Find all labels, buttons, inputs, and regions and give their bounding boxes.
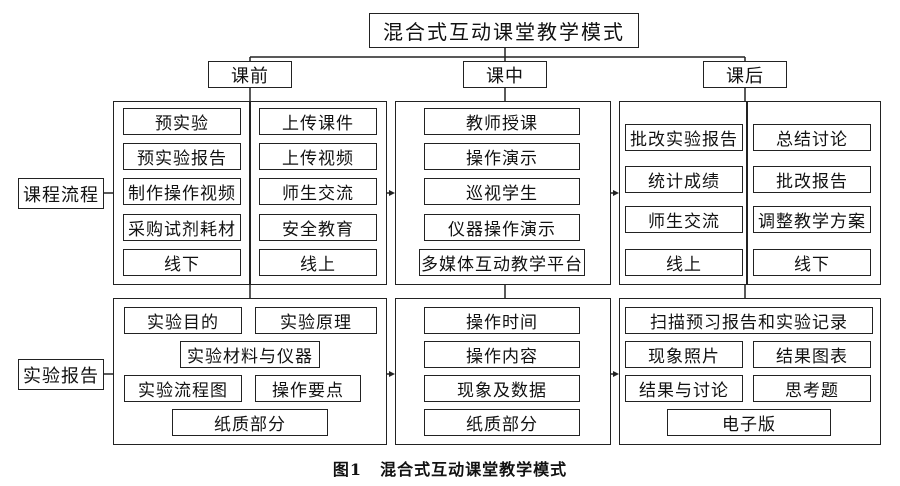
process-item-offline-after: 线下 (753, 249, 871, 276)
process-item-upload-video: 上传视频 (259, 143, 377, 170)
figure-caption-text: 混合式互动课堂教学模式 (380, 460, 568, 479)
row-label-report: 实验报告 (18, 359, 104, 390)
report-item-materials: 实验材料与仪器 (180, 341, 320, 368)
report-before-panel (113, 298, 387, 445)
process-item-teacher-lecture: 教师授课 (424, 108, 580, 135)
process-item-demonstration: 操作演示 (424, 143, 580, 170)
process-item-safety-education: 安全教育 (259, 214, 377, 241)
process-item-grade-reports: 批改报告 (753, 166, 871, 193)
report-item-operation-content: 操作内容 (424, 341, 580, 368)
report-item-operation-time: 操作时间 (424, 307, 580, 334)
report-item-photos: 现象照片 (625, 341, 743, 368)
process-item-communication-after: 师生交流 (625, 206, 743, 233)
process-after-divider (746, 101, 748, 285)
report-item-purpose: 实验目的 (124, 307, 242, 334)
report-item-key-points: 操作要点 (255, 375, 361, 402)
process-item-offline: 线下 (123, 249, 241, 276)
report-item-scan: 扫描预习报告和实验记录 (625, 307, 873, 334)
phase-after: 课后 (703, 61, 787, 88)
process-item-summary-discussion: 总结讨论 (753, 124, 871, 151)
process-item-adjust-plan: 调整教学方案 (753, 206, 871, 233)
report-item-electronic: 电子版 (667, 409, 831, 436)
process-item-upload-courseware: 上传课件 (259, 108, 377, 135)
process-item-multimedia-platform: 多媒体互动教学平台 (419, 249, 585, 276)
report-item-paper: 纸质部分 (172, 409, 328, 436)
process-item-compile-scores: 统计成绩 (625, 166, 743, 193)
diagram-title: 混合式互动课堂教学模式 (369, 13, 639, 48)
process-item-make-video: 制作操作视频 (123, 178, 241, 205)
process-item-grade-lab-reports: 批改实验报告 (625, 124, 743, 151)
process-item-online: 线上 (259, 249, 377, 276)
process-after-panel (619, 101, 881, 285)
figure-number: 图1 (332, 460, 363, 479)
process-item-patrol-students: 巡视学生 (424, 178, 580, 205)
report-item-flowchart: 实验流程图 (124, 375, 242, 402)
process-item-pre-experiment-report: 预实验报告 (123, 143, 241, 170)
row-label-process: 课程流程 (18, 178, 104, 209)
figure-caption: 图1 混合式互动课堂教学模式 (0, 456, 900, 480)
process-item-communication: 师生交流 (259, 178, 377, 205)
process-item-instrument-demo: 仪器操作演示 (424, 214, 580, 241)
report-item-paper-during: 纸质部分 (424, 409, 580, 436)
report-after-panel (619, 298, 881, 445)
report-item-questions: 思考题 (753, 375, 871, 402)
process-item-pre-experiment: 预实验 (123, 108, 241, 135)
process-during-panel (395, 101, 611, 285)
phase-before: 课前 (208, 61, 292, 88)
report-item-phenomena-data: 现象及数据 (424, 375, 580, 402)
process-item-purchase-reagents: 采购试剂耗材 (123, 214, 241, 241)
process-item-online-after: 线上 (625, 249, 743, 276)
report-item-charts: 结果图表 (753, 341, 871, 368)
report-item-discussion: 结果与讨论 (625, 375, 743, 402)
report-item-principle: 实验原理 (255, 307, 377, 334)
report-during-panel (395, 298, 611, 445)
phase-during: 课中 (463, 61, 547, 88)
process-before-divider (249, 101, 251, 285)
